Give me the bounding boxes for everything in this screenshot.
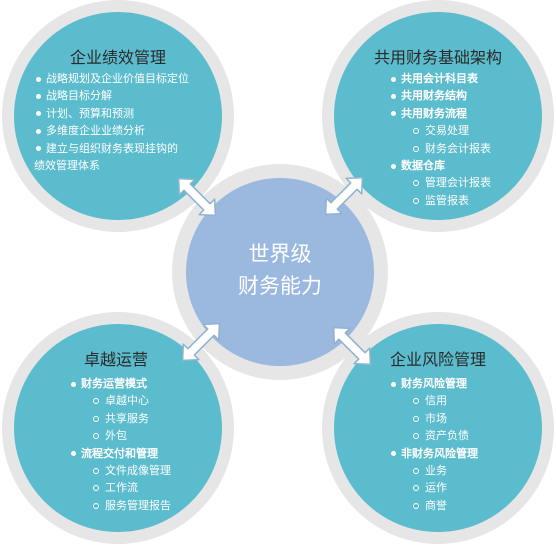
list-item: 流程交付和管理 文件成像管理 工作流 服务管理报告	[69, 445, 171, 515]
item-label: 财务风险管理	[401, 377, 467, 390]
list-item: 数据仓库 管理会计报表 监管报表	[389, 157, 491, 209]
sub-list: 管理会计报表 监管报表	[401, 174, 491, 209]
list-item: 非财务风险管理 业务 运作 商誉	[389, 445, 478, 515]
sub-item: 信用	[401, 392, 478, 409]
sub-item: 市场	[401, 410, 478, 427]
list-item: 多维度企业业绩分析	[34, 122, 189, 139]
sub-list: 业务 运作 商誉	[401, 462, 478, 514]
item-label: 共用财务流程	[401, 106, 467, 120]
list-item: 财务风险管理 信用 市场 资产负债	[389, 375, 478, 445]
bottom-right-list: 财务风险管理 信用 市场 资产负债 非财务风险管理 业务 运作 商誉	[389, 375, 478, 514]
item-label-continued: 绩效管理体系	[34, 159, 100, 173]
sub-item: 交易处理	[401, 122, 491, 139]
item-label: 计划、预算和预测	[46, 106, 134, 120]
list-item: 计划、预算和预测	[34, 105, 189, 122]
list-item: 战略目标分解	[34, 87, 189, 104]
sub-list: 交易处理 财务会计报表	[401, 122, 491, 157]
list-item: 财务运营模式 卓越中心 共享服务 外包	[69, 375, 171, 445]
bottom-right-title: 企业风险管理	[390, 350, 487, 369]
sub-list: 文件成像管理 工作流 服务管理报告	[81, 462, 171, 514]
sub-item: 共享服务	[81, 410, 171, 427]
list-item: 共用会计科目表	[389, 70, 491, 87]
sub-item: 业务	[401, 462, 478, 479]
item-label: 战略目标分解	[46, 89, 112, 103]
sub-item: 卓越中心	[81, 392, 171, 409]
top-right-list: 共用会计科目表 共用财务结构 共用财务流程 交易处理 财务会计报表 数据仓库 管…	[389, 70, 491, 209]
item-label: 数据仓库	[401, 159, 445, 173]
sub-item: 财务会计报表	[401, 140, 491, 157]
list-item: 战略规划及企业价值目标定位	[34, 70, 189, 87]
center-label: 世界级 财务能力	[186, 238, 374, 302]
sub-list: 信用 市场 资产负债	[401, 392, 478, 444]
bottom-left-title: 卓越运营	[84, 350, 149, 369]
item-label: 共用财务结构	[401, 89, 467, 103]
sub-item: 工作流	[81, 479, 171, 496]
sub-item: 资产负债	[401, 427, 478, 444]
item-label: 共用会计科目表	[401, 72, 478, 85]
sub-item: 监管报表	[401, 192, 491, 209]
top-right-title: 共用财务基础架构	[374, 48, 503, 67]
arrow-top-left	[170, 170, 224, 224]
arrow-bottom-left	[174, 315, 228, 369]
item-label: 多维度企业业绩分析	[46, 124, 145, 138]
sub-item: 管理会计报表	[401, 174, 491, 191]
item-label: 财务运营模式	[81, 377, 147, 390]
arrow-top-right	[317, 169, 371, 223]
item-label: 流程交付和管理	[81, 446, 158, 460]
item-label: 建立与组织财务表现挂钩的	[46, 141, 178, 155]
center-line-2: 财务能力	[238, 274, 322, 298]
center-line-1: 世界级	[248, 242, 312, 266]
arrow-bottom-right	[325, 319, 379, 373]
top-left-title: 企业绩效管理	[70, 48, 167, 67]
sub-item: 服务管理报告	[81, 497, 171, 514]
list-item: 共用财务结构	[389, 87, 491, 104]
list-item: 共用财务流程 交易处理 财务会计报表	[389, 105, 491, 157]
sub-item: 文件成像管理	[81, 462, 171, 479]
list-item: 建立与组织财务表现挂钩的绩效管理体系	[34, 140, 189, 175]
item-label: 非财务风险管理	[401, 446, 478, 460]
sub-item: 运作	[401, 479, 478, 496]
sub-item: 外包	[81, 427, 171, 444]
bottom-left-list: 财务运营模式 卓越中心 共享服务 外包 流程交付和管理 文件成像管理 工作流 服…	[69, 375, 171, 514]
sub-item: 商誉	[401, 497, 478, 514]
sub-list: 卓越中心 共享服务 外包	[81, 392, 171, 444]
top-right-circle	[334, 12, 542, 220]
item-label: 战略规划及企业价值目标定位	[46, 72, 189, 85]
top-left-list: 战略规划及企业价值目标定位 战略目标分解 计划、预算和预测 多维度企业业绩分析 …	[34, 70, 189, 174]
